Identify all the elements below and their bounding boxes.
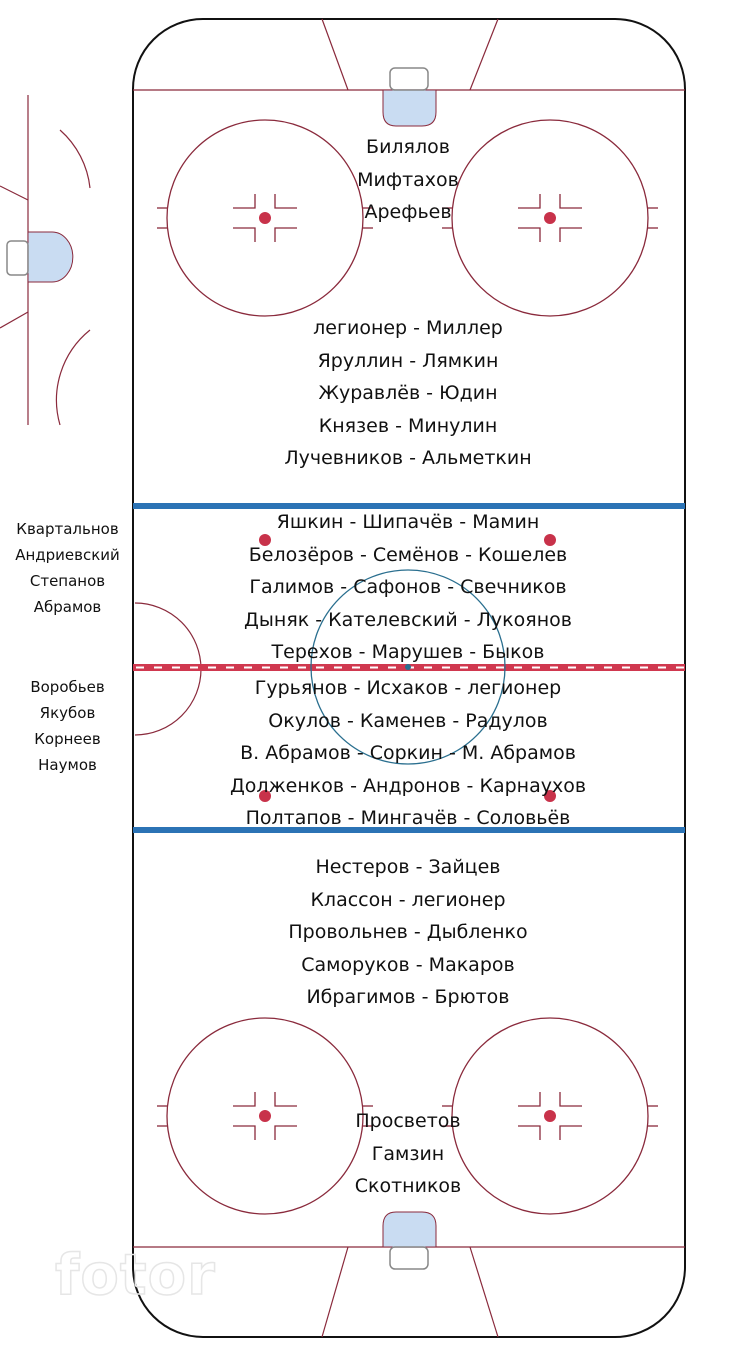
goalie-name: Скотников [354,1175,462,1197]
faceoff-marker [274,227,297,242]
faceoff-marker [559,227,582,242]
center-circle [310,569,506,765]
forward-line: Гурьянов - Исхаков - легионер [254,677,562,699]
faceoff-dot [259,790,271,802]
forward-line: Окулов - Каменев - Радулов [268,709,548,732]
faceoff-circle [451,119,649,317]
defense-pair: Ибрагимов - Брютов [306,986,510,1008]
defense-pair: Нестеров - Зайцев [315,856,501,878]
faceoff-marker [559,1092,582,1107]
forward-line: В. Абрамов - Соркин - М. Абрамов [240,742,576,764]
goalie-name: Арефьев [364,201,452,223]
goalie-name: Мифтахов [357,168,459,191]
faceoff-marker [233,194,256,209]
lower-blue-line [133,827,685,833]
faceoff-circle [451,1017,649,1215]
faceoff-dot [544,1110,556,1122]
goalie-name: Гамзин [371,1142,445,1165]
faceoff-marker [518,1125,541,1140]
forward-line: Белозёров - Семёнов - Кошелев [248,543,568,566]
defense-pair: легионер - Миллер [313,317,503,339]
faceoff-marker [233,1092,256,1107]
side-name: Воробьев [30,678,105,696]
forward-line: Галимов - Сафонов - Свечников [249,576,567,598]
faceoff-marker [233,227,256,242]
top-goalies: Билялов Мифтахов Арефьев [132,131,684,229]
defense-pair: Князев - Минулин [318,414,498,437]
faceoff-marker [518,227,541,242]
forward-lines-lower: Гурьянов - Исхаков - легионер Окулов - К… [132,672,684,835]
goalie-name: Билялов [366,136,450,158]
faceoff-dot [259,212,271,224]
watermark-logo: fotor [54,1242,216,1309]
side-name: Андриевский [15,546,120,564]
faceoff-dot [259,534,271,546]
faceoff-dot [544,212,556,224]
faceoff-dot [259,1110,271,1122]
upper-blue-line [133,503,685,509]
faceoff-marker [559,194,582,209]
center-dot [405,664,411,670]
faceoff-marker [274,194,297,209]
faceoff-marker [518,1092,541,1107]
goalie-name: Просветов [355,1110,461,1132]
defense-pair: Саморуков - Макаров [301,953,515,976]
faceoff-marker [274,1125,297,1140]
side-name: Квартальнов [16,520,119,538]
forward-line: Долженков - Андронов - Карнаухов [229,774,587,797]
forward-lines-upper: Яшкин - Шипачёв - Мамин Белозёров - Семё… [132,506,684,669]
faceoff-circles [157,119,658,1215]
defense-pair: Лучевников - Альметкин [284,447,532,469]
bottom-goalies: Просветов Гамзин Скотников [132,1105,684,1203]
faceoff-marker [233,1125,256,1140]
top-defense-pairs: легионер - Миллер Яруллин - Лямкин Журав… [132,312,684,475]
forward-line: Терехов - Марушев - Быков [271,641,545,663]
bottom-defense-pairs: Нестеров - Зайцев Классон - легионер Про… [132,851,684,1014]
bottom-goal [382,1211,437,1270]
defense-pair: Классон - легионер [310,888,506,911]
top-goal [382,67,437,127]
side-name: Степанов [29,572,106,590]
defense-pair: Журавлёв - Юдин [318,382,498,404]
faceoff-marker [518,194,541,209]
forward-line: Полтапов - Мингачёв - Соловьёв [245,807,571,829]
faceoff-dot [544,790,556,802]
forward-line: Дыняк - Кателевский - Лукоянов [244,608,572,631]
side-name: Абрамов [33,598,102,616]
defense-pair: Яруллин - Лямкин [317,349,499,372]
faceoff-marker [559,1125,582,1140]
rink-boards [132,18,686,1338]
side-goal-crease [6,231,74,283]
side-list-2: Воробьев Якубов Корнеев Наумов [0,674,135,778]
faceoff-circle [166,1017,364,1215]
side-name: Корнеев [34,730,101,748]
side-name: Якубов [39,704,96,722]
defense-pair: Провольнев - Дыбленко [288,921,528,943]
faceoff-circle [166,119,364,317]
faceoff-marker [274,1092,297,1107]
side-list-1: Квартальнов Андриевский Степанов Абрамов [0,516,135,620]
faceoff-dot [544,534,556,546]
side-name: Наумов [38,756,97,774]
forward-line: Яшкин - Шипачёв - Мамин [276,511,540,533]
